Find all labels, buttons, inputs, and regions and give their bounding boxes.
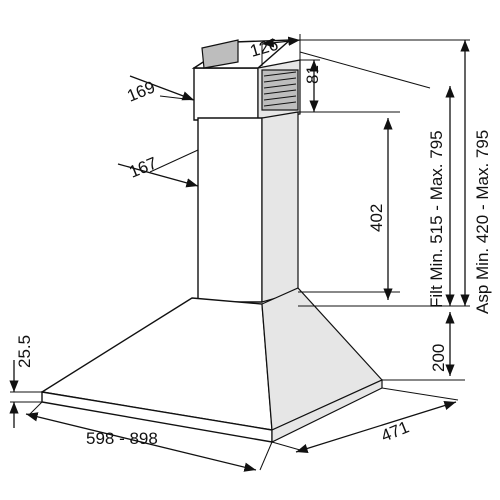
- label-200: 200: [429, 344, 448, 372]
- hood-drawing: [40, 39, 383, 443]
- label-471: 471: [378, 417, 411, 445]
- wall-bracket: [201, 39, 239, 69]
- label-filter-range: Filt Min. 515 - Max. 795: [427, 130, 446, 308]
- label-167: 167: [126, 153, 159, 181]
- upper-chimney-front: [193, 67, 259, 121]
- label-25-5: 25.5: [15, 335, 34, 368]
- lower-chimney-front: [197, 117, 263, 303]
- label-598-898: 598 - 898: [86, 429, 158, 448]
- lower-chimney-side: [261, 111, 299, 303]
- label-126: 126: [248, 35, 281, 61]
- label-81: 81: [303, 65, 322, 84]
- label-169: 169: [124, 77, 157, 105]
- label-aspiration-range: Asp Min. 420 - Max. 795: [473, 130, 492, 314]
- label-402: 402: [367, 204, 386, 232]
- dimension-lines: [9, 34, 470, 472]
- canopy-front: [40, 297, 273, 431]
